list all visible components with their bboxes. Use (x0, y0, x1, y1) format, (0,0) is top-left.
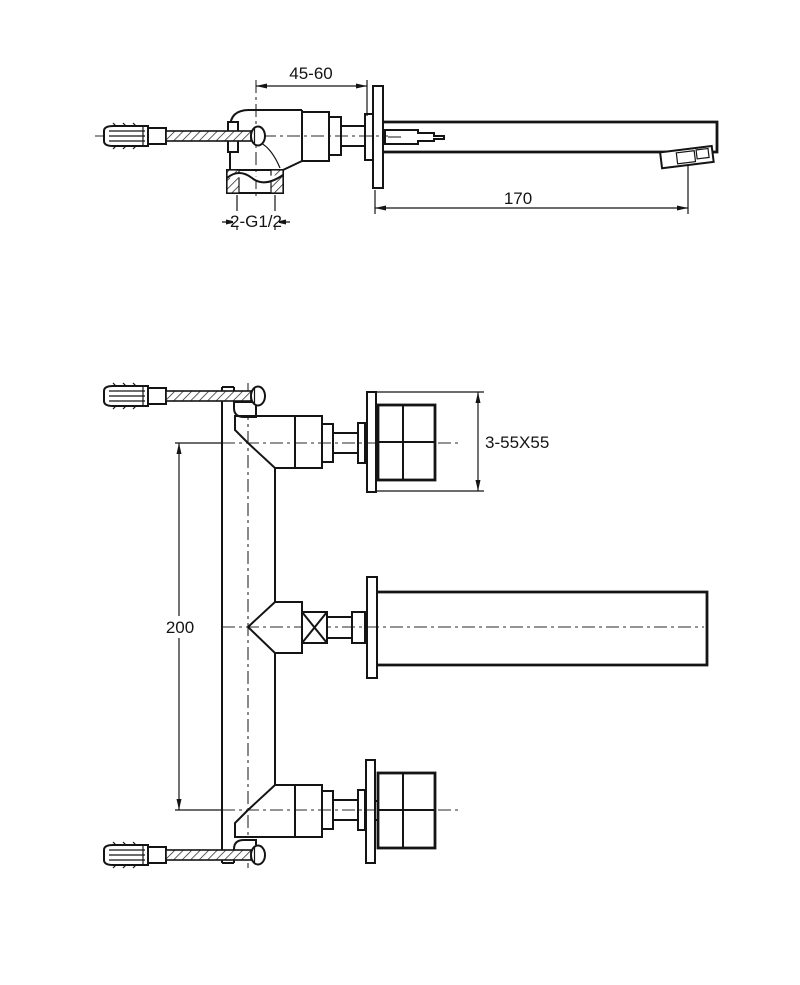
escutcheon-edge-bottom (365, 759, 376, 864)
aerator (658, 144, 715, 170)
wall-flange-side (372, 85, 384, 189)
dimension-spout-length: 170 (374, 166, 689, 214)
spout-front (377, 590, 709, 667)
dim-label-wall-depth: 45-60 (289, 64, 332, 83)
dim-label-handle-spacing: 200 (166, 618, 194, 637)
wall-anchor-screw-side (103, 122, 266, 150)
valve-body-bottom (234, 784, 323, 838)
side-view: 45-60 170 2-G1/2 (95, 64, 719, 231)
dim-label-spout-length: 170 (504, 189, 532, 208)
escutcheon-edge-middle (366, 576, 378, 679)
dim-label-escutcheon-size: 3-55X55 (485, 433, 549, 452)
rail-hook-top (233, 401, 257, 418)
supply-nipple (384, 129, 445, 145)
bottom-handle-assembly (234, 759, 437, 864)
dimension-inlet-thread: 2-G1/2 (222, 195, 290, 231)
dimension-wall-depth: 45-60 (256, 64, 368, 116)
dimension-escutcheon-size: 3-55X55 (376, 391, 549, 492)
spout-assembly-front (246, 576, 709, 679)
dim-label-inlet-thread: 2-G1/2 (230, 212, 282, 231)
backplate-side (364, 113, 374, 161)
break-line (226, 172, 284, 184)
valve-body-top (234, 415, 323, 469)
top-handle-assembly (234, 391, 437, 493)
spout-side (383, 120, 719, 154)
front-view: 200 3-55X55 (103, 382, 709, 869)
dimension-handle-spacing: 200 (159, 442, 222, 811)
escutcheon-edge-top (366, 391, 377, 493)
